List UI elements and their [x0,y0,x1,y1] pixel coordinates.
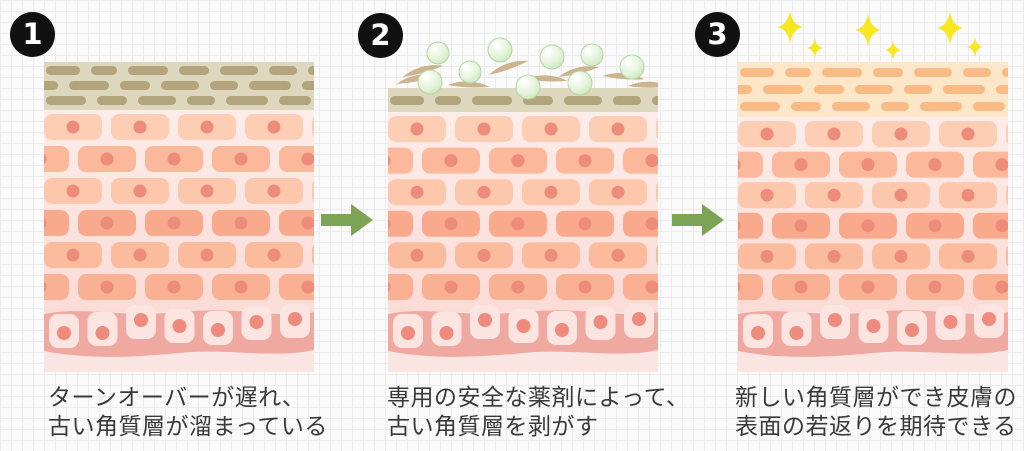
step-2-badge: 2 [358,13,403,58]
step-1-skin-illustration [44,62,314,372]
step-2-caption: 専用の安全な薬剤によって、 古い角質層を剥がす [387,384,690,442]
step-1-caption: ターンオーバーが遅れ、 古い角質層が溜まっている [48,384,328,442]
step-3-skin-illustration [738,12,1008,372]
step-3-caption: 新しい角質層ができ皮膚の 表面の若返りを期待できる [735,384,1017,442]
step-1-badge: 1 [10,12,55,57]
step-2-skin-illustration [388,37,658,372]
step-1-caption-line-1: ターンオーバーが遅れ、 [48,385,306,411]
step-3-caption-line-2: 表面の若返りを期待できる [735,414,1017,440]
step-1-caption-line-2: 古い角質層が溜まっている [48,414,328,440]
step-2-caption-line-2: 古い角質層を剥がす [387,414,599,440]
step-2-caption-line-1: 専用の安全な薬剤によって、 [387,385,690,411]
step-3-badge: 3 [695,12,740,57]
arrow-step1-to-step2-icon [321,204,373,236]
arrow-step2-to-step3-icon [672,204,724,236]
step-3-caption-line-1: 新しい角質層ができ皮膚の [735,385,1017,411]
